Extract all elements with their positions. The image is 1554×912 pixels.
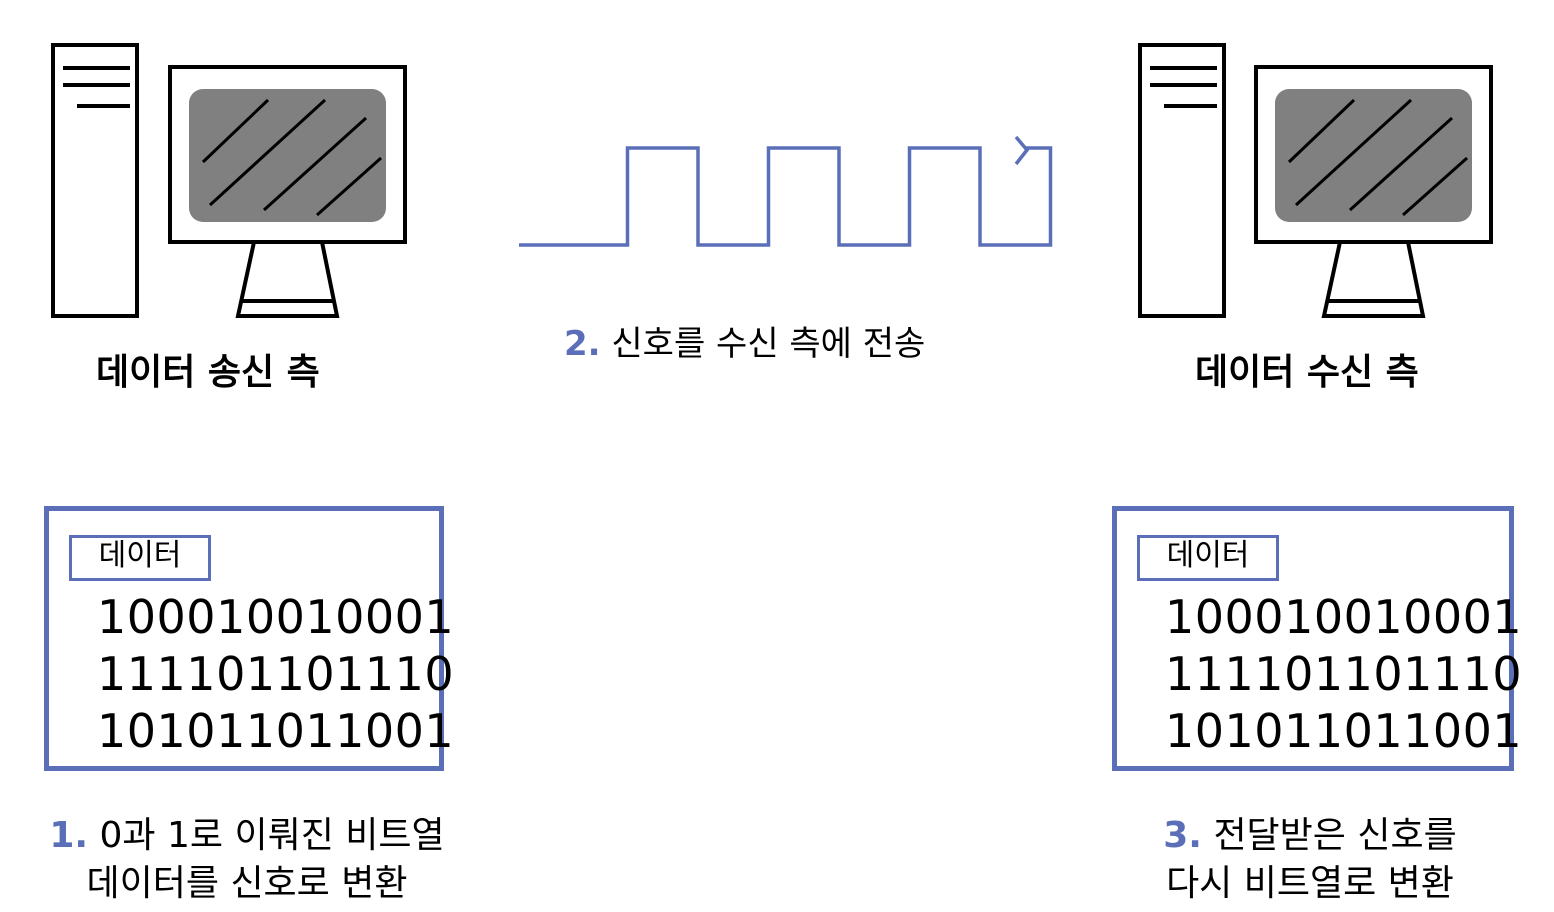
bit-row: 111101101110 bbox=[97, 647, 455, 701]
square-wave bbox=[519, 146, 1053, 247]
monitor-screen bbox=[1275, 89, 1472, 222]
sender-step-caption: 1. 0과 1로 이뤄진 비트열 데이터를 신호로 변환 bbox=[22, 812, 472, 908]
bit-rows: 100010010001 111101101110 101011011001 bbox=[1165, 589, 1522, 760]
step-line: 전달받은 신호를 bbox=[1213, 815, 1457, 856]
monitor-screen bbox=[189, 89, 386, 222]
bit-row: 100010010001 bbox=[1165, 590, 1523, 644]
step-number: 3. bbox=[1163, 815, 1202, 856]
bit-row: 101011011001 bbox=[97, 704, 455, 758]
step-line: 다시 비트열로 변환 bbox=[1166, 863, 1454, 904]
step-number: 1. bbox=[49, 815, 89, 856]
bit-row: 111101101110 bbox=[1165, 647, 1523, 701]
receiver-step-caption: 3. 전달받은 신호를 다시 비트열로 변환 bbox=[1100, 812, 1520, 908]
data-tag: 데이터 bbox=[1137, 535, 1279, 581]
monitor-stand bbox=[235, 240, 340, 318]
data-tag: 데이터 bbox=[69, 535, 211, 581]
step-line: 데이터를 신호로 변환 bbox=[86, 863, 408, 904]
signal-caption-text: 신호를 수신 측에 전송 bbox=[611, 324, 926, 364]
monitor-stand bbox=[1321, 240, 1426, 318]
step-line: 0과 1로 이뤄진 비트열 bbox=[99, 815, 445, 856]
tower-case bbox=[51, 43, 139, 318]
receiver-computer-icon bbox=[1138, 43, 1493, 318]
sender-computer-icon bbox=[51, 43, 407, 318]
signal-caption: 2. 신호를 수신 측에 전송 bbox=[564, 316, 925, 365]
step-number: 2. bbox=[564, 324, 601, 364]
signal-waveform bbox=[519, 135, 1053, 247]
arrow-right-icon bbox=[1014, 135, 1030, 166]
sender-data-box: 데이터 100010010001 111101101110 1010110110… bbox=[44, 506, 454, 771]
bit-row: 100010010001 bbox=[97, 590, 455, 644]
sender-label: 데이터 송신 측 bbox=[96, 352, 320, 393]
bit-row: 101011011001 bbox=[1165, 704, 1523, 758]
receiver-data-box: 데이터 100010010001 111101101110 1010110110… bbox=[1112, 506, 1522, 771]
bit-rows: 100010010001 111101101110 101011011001 bbox=[97, 589, 454, 760]
tower-case bbox=[1138, 43, 1226, 318]
receiver-label: 데이터 수신 측 bbox=[1195, 352, 1419, 393]
